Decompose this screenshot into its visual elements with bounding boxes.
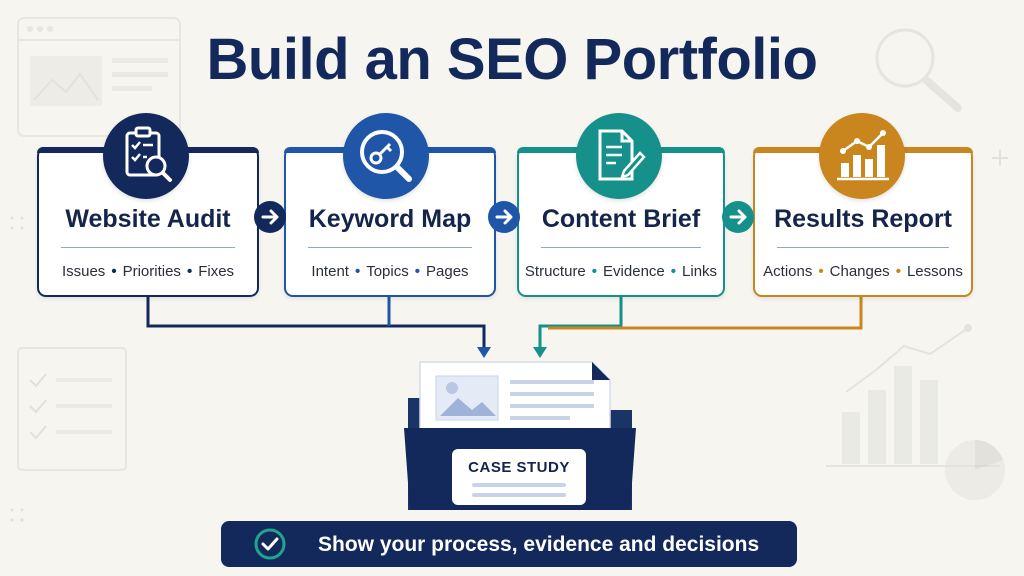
bar-chart-trend-icon — [819, 113, 905, 199]
card-divider — [61, 247, 235, 248]
summary-banner: Show your process, evidence and decision… — [221, 521, 797, 567]
banner-text: Show your process, evidence and decision… — [318, 533, 760, 556]
magnifier-key-icon — [343, 113, 429, 199]
step-items: Issues•Priorities•Fixes — [61, 263, 235, 280]
bar-chart-decoration-icon — [826, 324, 1000, 467]
step-title: Keyword Map — [308, 205, 472, 233]
step-title: Website Audit — [65, 205, 231, 233]
page-title: Build an SEO Portfolio — [206, 27, 818, 92]
step-item: Actions — [763, 263, 813, 280]
browser-window-icon — [17, 17, 181, 137]
clipboard-magnifier-icon — [103, 113, 189, 199]
step-item: Structure — [524, 263, 586, 280]
sparkle-icon — [992, 150, 1008, 166]
step-items: Actions•Changes•Lessons — [763, 263, 963, 280]
step-title: Results Report — [774, 205, 952, 233]
arrow-right-icon — [254, 201, 286, 233]
step-card-website-audit: Website Audit Issues•Priorities•Fixes — [37, 147, 259, 297]
step-title: Content Brief — [541, 205, 701, 233]
step-item: Lessons — [906, 263, 963, 280]
step-item: Priorities — [122, 263, 181, 280]
step-item: Changes — [829, 263, 890, 280]
step-item: Pages — [426, 263, 469, 280]
arrow-right-icon — [488, 201, 520, 233]
step-item: Topics — [366, 263, 409, 280]
case-study-label: CASE STUDY — [452, 449, 586, 505]
document-pencil-icon — [576, 113, 662, 199]
dot-grid-decoration — [10, 216, 24, 522]
image-icon — [435, 375, 499, 421]
pie-chart-decoration-icon — [945, 440, 1005, 500]
card-divider — [308, 247, 472, 248]
card-divider — [777, 247, 949, 248]
case-study-label-text: CASE STUDY — [468, 459, 570, 476]
label-line — [472, 493, 566, 497]
arrow-right-icon — [722, 201, 754, 233]
step-item: Fixes — [198, 263, 235, 280]
step-item: Issues — [61, 263, 106, 280]
card-divider — [541, 247, 701, 248]
label-line — [472, 483, 566, 487]
check-circle-icon — [254, 528, 286, 560]
magnifier-icon — [875, 28, 962, 112]
step-item: Intent — [311, 263, 349, 280]
step-item: Evidence — [603, 263, 665, 280]
step-item: Links — [682, 263, 718, 280]
step-items: Intent•Topics•Pages — [311, 263, 469, 280]
step-items: Structure•Evidence•Links — [524, 263, 718, 280]
checklist-icon — [17, 347, 127, 471]
